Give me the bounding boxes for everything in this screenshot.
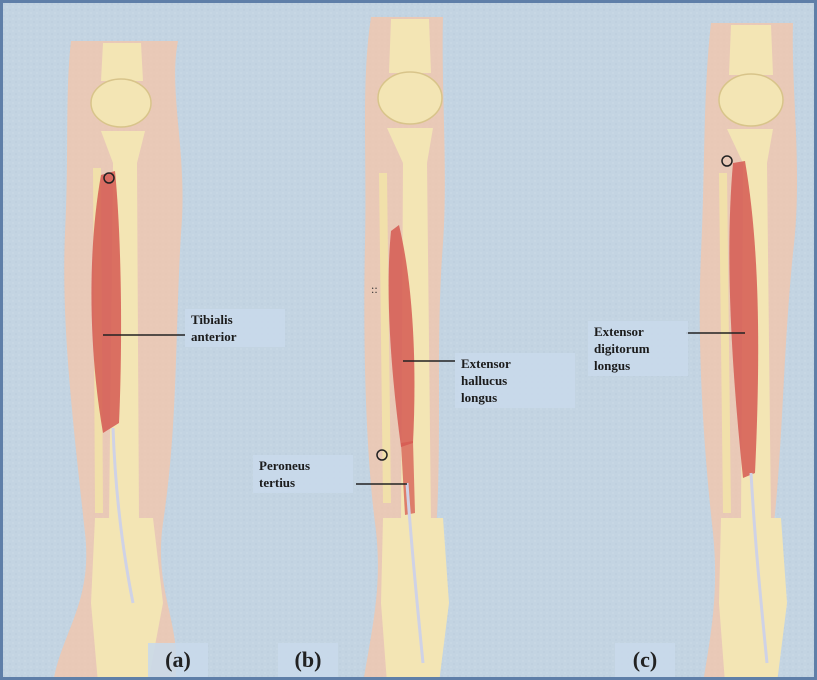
- label-tibialis-anterior: Tibialis anterior: [185, 309, 285, 347]
- leg-b-femur: [389, 19, 431, 73]
- panel-tag-c: (c): [615, 643, 675, 677]
- leg-b-foot-bones: [381, 518, 449, 680]
- label-line: longus: [594, 357, 682, 374]
- label-line: anterior: [191, 328, 279, 345]
- leg-c-patella: [719, 74, 783, 126]
- label-line: Extensor: [594, 323, 682, 340]
- label-line: longus: [461, 389, 569, 406]
- leg-c-femur: [729, 25, 773, 75]
- label-line: Tibialis: [191, 311, 279, 328]
- label-peroneus-tertius: Peroneus tertius: [253, 455, 353, 493]
- leg-a-patella: [91, 79, 151, 127]
- leg-b-patella: [378, 72, 442, 124]
- origin-marker-b-upper: ::: [371, 282, 378, 296]
- leg-a-femur: [101, 43, 143, 81]
- label-line: digitorum: [594, 340, 682, 357]
- label-line: Peroneus: [259, 457, 347, 474]
- label-line: Extensor: [461, 355, 569, 372]
- label-line: tertius: [259, 474, 347, 491]
- leg-c-foot-bones: [719, 518, 787, 680]
- label-line: hallucus: [461, 372, 569, 389]
- panel-tag-a: (a): [148, 643, 208, 677]
- label-extensor-digitorum-longus: Extensor digitorum longus: [588, 321, 688, 376]
- label-extensor-hallucis-longus: Extensor hallucus longus: [455, 353, 575, 408]
- panel-tag-b: (b): [278, 643, 338, 677]
- leg-illustrations: ::: [3, 3, 817, 680]
